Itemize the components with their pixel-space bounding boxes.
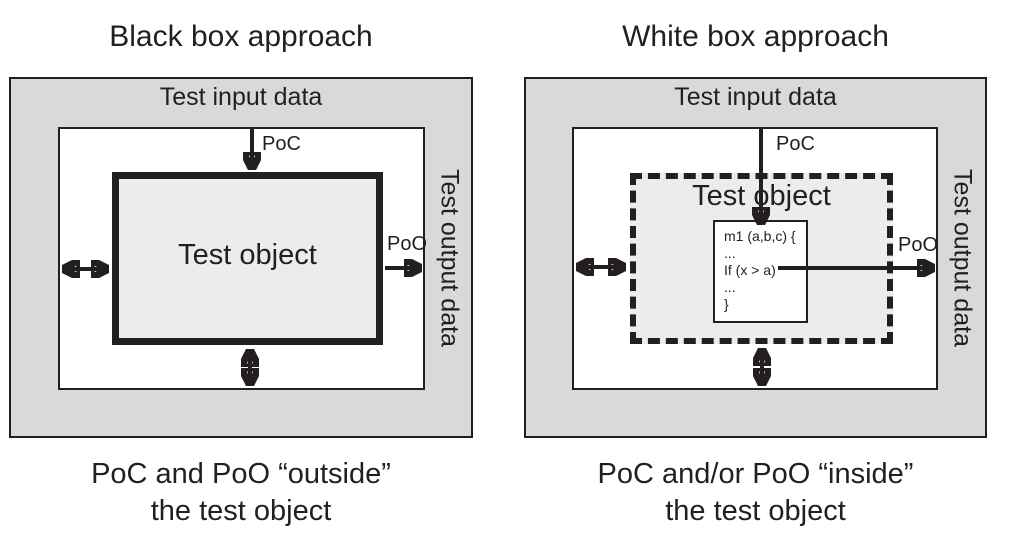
- left-test-input-data-label: Test input data: [159, 83, 323, 111]
- code-line: ...: [724, 245, 736, 261]
- right-test-object-label: Test object: [692, 180, 831, 212]
- left-test-object-label: Test object: [178, 239, 317, 271]
- black-box-title: Black box approach: [109, 20, 373, 53]
- left-caption-line2: the test object: [150, 495, 332, 527]
- right-code-box: m1 (a,b,c) { ... If (x > a) ... }: [713, 220, 808, 323]
- left-test-object-box: [112, 172, 383, 345]
- white-box-title: White box approach: [622, 20, 889, 53]
- right-poc-label: PoC: [776, 133, 815, 155]
- right-caption-line1: PoC and/or PoO “inside”: [597, 458, 914, 490]
- right-caption-line2: the test object: [665, 495, 846, 527]
- right-caption: PoC and/or PoO “inside” the test object: [524, 456, 987, 530]
- left-poc-label: PoC: [262, 133, 301, 155]
- code-line: m1 (a,b,c) {: [724, 228, 796, 244]
- left-test-output-data-label: Test output data: [435, 169, 464, 347]
- code-line: ...: [724, 279, 736, 295]
- right-poo-label: PoO: [898, 234, 939, 256]
- right-test-output-data-label: Test output data: [948, 169, 977, 347]
- left-poo-label: PoO: [387, 233, 428, 255]
- right-test-input-data-label: Test input data: [674, 83, 837, 111]
- code-line: If (x > a): [724, 262, 776, 278]
- left-caption: PoC and PoO “outside” the test object: [9, 456, 473, 530]
- left-caption-line1: PoC and PoO “outside”: [91, 458, 391, 490]
- code-line: }: [724, 296, 729, 312]
